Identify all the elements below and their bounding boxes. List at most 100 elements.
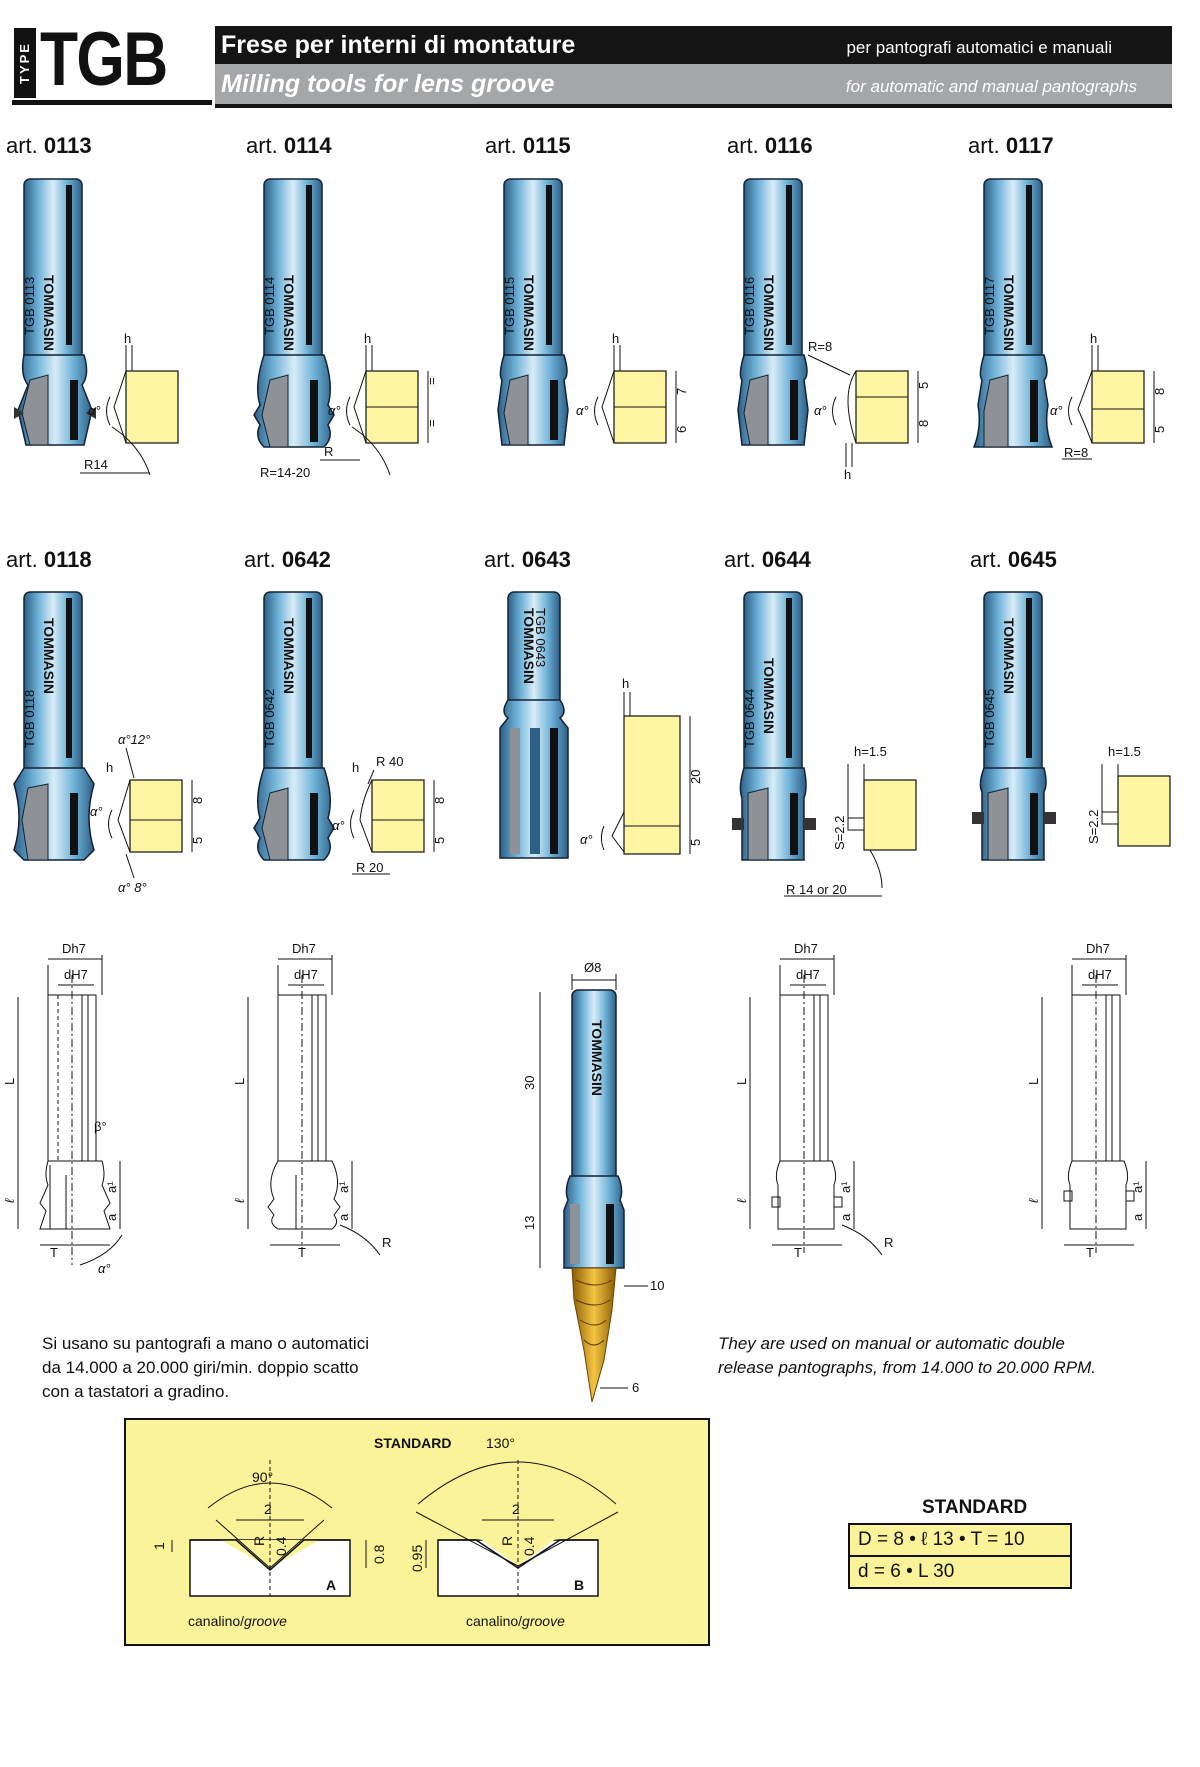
article-prefix: art. [970,547,1002,572]
article-prefix: art. [246,133,278,158]
groove-b-rv: 0.4 [521,1536,537,1556]
article-code: 0118 [43,547,92,572]
dim-h: h [352,760,359,775]
article-code: 0114 [283,133,332,158]
tool-mark: TGB 0642 [262,689,277,748]
tool-mark: TGB 0117 [982,277,997,335]
dim-L: L [734,1078,749,1085]
dim-a1: a¹ [1130,1181,1145,1193]
dim-5: 5 [432,837,447,844]
dim-d: dH7 [1088,967,1112,982]
article-label-0645: art. 0645 [970,547,1057,573]
tool-0115: TOMMASIN TGB 0115 h α° 7 6 [497,178,689,446]
dim-a: a [104,1213,119,1221]
tool-brand: TOMMASIN [41,618,57,694]
article-code: 0644 [761,547,811,572]
groove-a-width: 2 [264,1501,272,1517]
tech-drawing-3: Ø8 TOMMASIN 30 13 10 6 [522,960,664,1403]
title-band-it: Frese per interni di montature per panto… [215,26,1172,64]
dim-h: h [844,467,851,482]
dim-alpha: α° [576,403,589,418]
dim-h: h [622,676,629,691]
article-code: 0116 [764,133,813,158]
dim-D: Dh7 [794,941,818,956]
article-prefix: art. [244,547,276,572]
type-code: TGB [40,17,168,102]
article-code: 0115 [522,133,571,158]
dim-8: 8 [916,420,931,427]
dim-L: L [2,1078,17,1085]
tool-0118: TOMMASIN TGB 0118 α°12° h α° 8 5 α° 8° [13,591,205,895]
tool-mark: TGB 0114 [262,277,277,335]
standard-row-2: d = 6 • L 30 [850,1555,1070,1587]
dim-8: 8 [432,797,447,804]
groove-b-r: R [499,1536,515,1546]
subtitle-it: per pantografi automatici e manuali [846,38,1112,57]
tool-brand: TOMMASIN [1001,275,1017,351]
groove-a-rv: 0.4 [273,1536,289,1556]
groove-a-right: 0.8 [371,1544,387,1564]
groove-b-left: 0.95 [409,1545,425,1572]
tool-brand: TOMMASIN [761,658,777,734]
tech-drawing-2: Dh7 dH7 L ℓ a¹ a R T [232,941,391,1260]
article-label-0114: art. 0114 [246,133,332,159]
article-label-0643: art. 0643 [484,547,571,573]
groove-a-r: R [251,1536,267,1546]
tool-mark: TGB 0645 [982,689,997,748]
subtitle-en: for automatic and manual pantographs [845,77,1137,96]
tool-brand: TOMMASIN [281,275,297,351]
groove-b-letter: B [574,1577,584,1593]
groove-b-width: 2 [512,1501,520,1517]
standard-table: D = 8 • ℓ 13 • T = 10 d = 6 • L 30 [848,1523,1072,1589]
description-line: They are used on manual or automatic dou… [718,1334,1065,1353]
tool-brand: TOMMASIN [281,618,297,694]
standard-row-1: D = 8 • ℓ 13 • T = 10 [858,1529,1025,1550]
dim-alpha12: α°12° [118,732,150,747]
caption-en: groove [244,1613,287,1629]
dim-l: ℓ [232,1198,247,1203]
article-label-0113: art. 0113 [6,133,92,159]
tool-mark: TGB 0115 [502,277,517,335]
tool-mark: TGB 0118 [22,690,37,748]
dim-5: 5 [1152,426,1167,433]
tool-0113: TOMMASIN TGB 0113 h α° R14 [14,178,179,476]
dim-r8: R=8 [1064,445,1088,460]
tool-mark: TGB 0116 [742,277,757,335]
groove-a-angle: 90° [252,1469,273,1485]
dim-h: h [106,760,113,775]
dim-d8: Ø8 [584,960,601,975]
article-label-0116: art. 0116 [727,133,813,159]
tool-brand: TOMMASIN [521,608,537,684]
standard-table-title: STANDARD [922,1497,1028,1518]
tool-0643: TOMMASIN TGB 0643 h 20 α° 5 [499,591,703,859]
article-label-0118: art. 0118 [6,547,92,573]
dim-r40: R 40 [376,754,403,769]
dim-8: 8 [190,797,205,804]
dim-h: h [364,331,371,346]
article-prefix: art. [727,133,759,158]
tool-mark: TGB 0113 [22,277,37,335]
dim-l: ℓ [2,1198,17,1203]
article-prefix: art. [484,547,516,572]
dim-h: h [124,331,131,346]
dim-a: a [336,1213,351,1221]
tool-0645: TOMMASIN TGB 0645 h=1.5 S=2.2 [972,591,1171,861]
dim-eq: = [424,377,439,385]
dim-T: T [1086,1245,1094,1260]
dim-r1420: R 14 or 20 [786,882,847,897]
tool-0116: TOMMASIN TGB 0116 R=8 α° 5 8 h [737,178,931,482]
dim-7: 7 [674,388,689,395]
tool-brand: TOMMASIN [41,275,57,351]
dim-l: ℓ [734,1198,749,1203]
standard-groove-box: STANDARD 90° 2 R 0.4 1 0.8 A canalino/gr… [124,1418,710,1646]
title-it: Frese per interni di montature [221,31,576,59]
dim-alpha: α° [1050,403,1063,418]
dim-h15: h=1.5 [854,744,887,759]
dim-6: 6 [632,1380,639,1395]
article-code: 0113 [43,133,92,158]
caption-it: canalino/ [188,1613,244,1629]
dim-alpha: α° [98,1261,111,1276]
dim-20: 20 [688,770,703,784]
band-rule [215,104,1172,108]
groove-b-caption: canalino/groove [466,1613,565,1629]
